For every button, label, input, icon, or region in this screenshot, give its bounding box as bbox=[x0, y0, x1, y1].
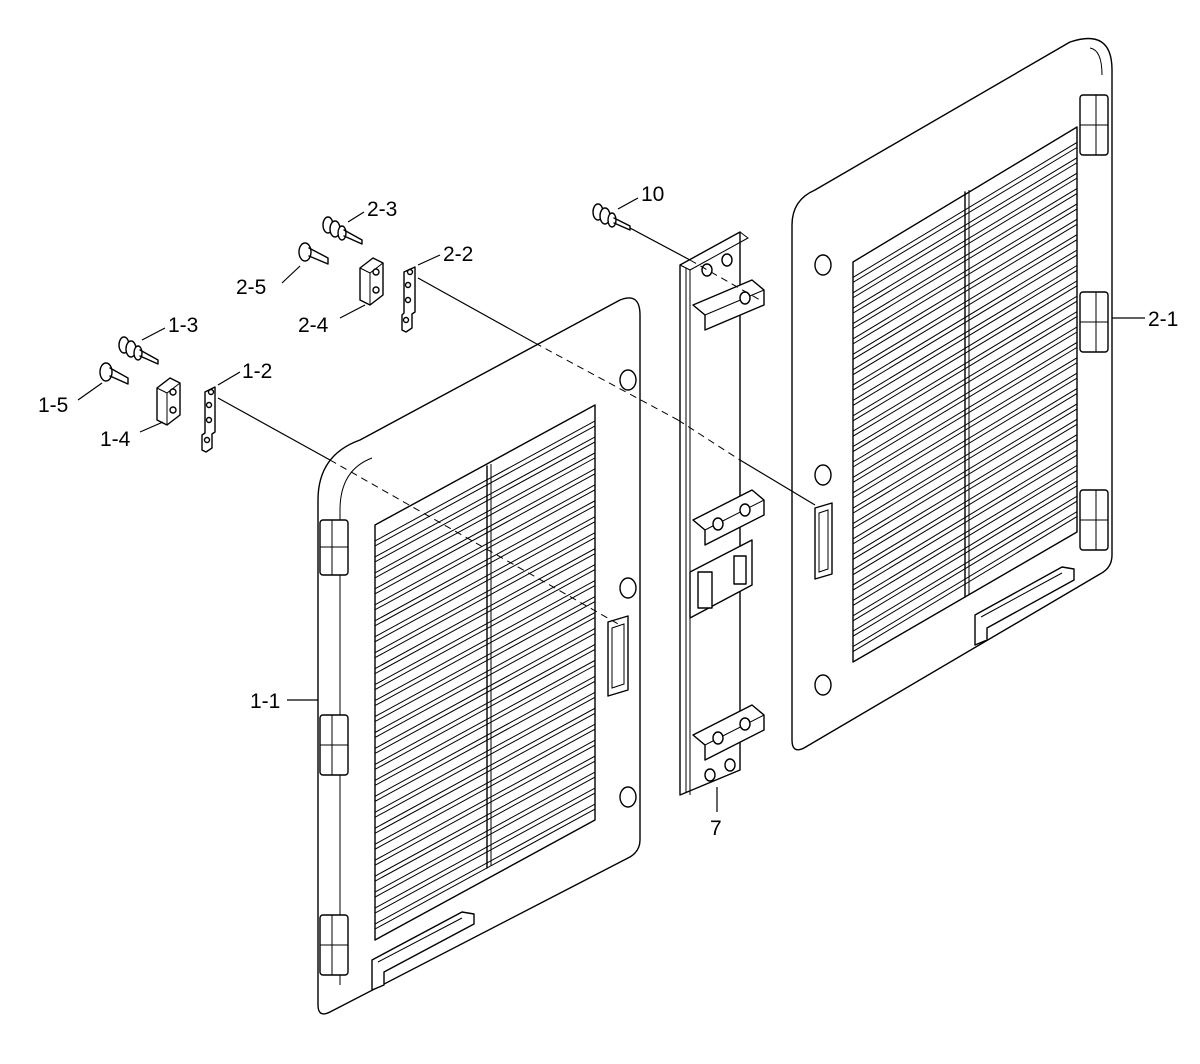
louver-slat bbox=[374, 787, 596, 914]
hinge-right-bottom bbox=[1079, 489, 1109, 551]
louver-slat bbox=[852, 187, 1078, 330]
block-1-4 bbox=[156, 377, 181, 426]
label-2-3: 2-3 bbox=[367, 198, 397, 221]
louver-slat bbox=[374, 739, 596, 867]
block-2-4 bbox=[359, 257, 384, 306]
louver-slat bbox=[852, 295, 1078, 438]
center-post bbox=[679, 231, 765, 796]
louver-slat bbox=[852, 172, 1078, 315]
label-1-1: 1-1 bbox=[250, 690, 280, 713]
louver-slat bbox=[374, 675, 596, 803]
louver-slat bbox=[374, 563, 596, 691]
louver-slat bbox=[852, 403, 1078, 545]
louver-slat bbox=[374, 547, 596, 675]
louver-slat bbox=[852, 218, 1078, 361]
louver-slat bbox=[374, 611, 596, 739]
leader-lines bbox=[77, 197, 1145, 812]
louver-slat bbox=[374, 468, 596, 595]
hinge-left-top bbox=[319, 519, 349, 576]
louver-slat bbox=[374, 691, 596, 819]
louver-slat bbox=[852, 479, 1078, 622]
latch-slot-left bbox=[607, 615, 629, 697]
hinge-right-middle bbox=[1079, 291, 1109, 353]
assembly-lines bbox=[217, 227, 816, 626]
louver-slat bbox=[852, 326, 1078, 468]
bolt-1-5 bbox=[99, 362, 129, 385]
louver-slat bbox=[374, 755, 596, 882]
bracket-2-2 bbox=[401, 266, 416, 333]
hinge-left-bottom bbox=[319, 914, 349, 976]
louver-slats-right bbox=[852, 141, 1078, 653]
label-1-3: 1-3 bbox=[168, 314, 198, 337]
louver-slat bbox=[374, 707, 596, 835]
louver-slat bbox=[852, 141, 1078, 284]
bolt-2-3 bbox=[322, 216, 363, 245]
louver-slat bbox=[852, 310, 1078, 453]
louver-slat bbox=[374, 452, 596, 579]
louver-slat bbox=[374, 659, 596, 787]
label-1-2: 1-2 bbox=[242, 360, 272, 383]
louver-slat bbox=[852, 418, 1078, 561]
louver-slat bbox=[852, 372, 1078, 515]
louver-slat bbox=[852, 203, 1078, 345]
louver-slat bbox=[852, 510, 1078, 653]
louver-slat bbox=[374, 483, 596, 611]
bracket-1-2 bbox=[201, 386, 216, 453]
louver-slat bbox=[852, 341, 1078, 484]
louver-slat bbox=[852, 279, 1078, 422]
label-2-5: 2-5 bbox=[236, 276, 266, 299]
label-2-1: 2-1 bbox=[1148, 308, 1178, 331]
part-labels: 1-1 1-2 1-3 1-4 1-5 2-1 2-2 2-3 2-4 2-5 … bbox=[38, 183, 1178, 840]
louver-slat bbox=[852, 356, 1078, 499]
hardware-group-1 bbox=[99, 336, 216, 453]
label-7: 7 bbox=[710, 817, 722, 840]
louver-slat bbox=[852, 264, 1078, 407]
latch-slot-right bbox=[814, 502, 833, 580]
louver-slat bbox=[374, 499, 596, 627]
louver-slat bbox=[852, 433, 1078, 576]
louver-slat bbox=[374, 627, 596, 755]
door-panel-left bbox=[317, 297, 641, 1015]
bolt-2-5 bbox=[298, 242, 329, 265]
louver-slat bbox=[852, 464, 1078, 607]
louver-slats-left bbox=[374, 420, 596, 930]
hardware-group-2 bbox=[298, 216, 416, 333]
louver-slat bbox=[374, 723, 596, 851]
label-10: 10 bbox=[641, 183, 664, 206]
label-2-2: 2-2 bbox=[443, 243, 473, 266]
louver-slat bbox=[374, 436, 596, 563]
louver-slat bbox=[374, 595, 596, 723]
louver-slat bbox=[852, 387, 1078, 530]
louver-slat bbox=[374, 803, 596, 930]
louver-slat bbox=[852, 156, 1078, 299]
label-1-5: 1-5 bbox=[38, 394, 68, 417]
handle-left bbox=[371, 911, 475, 991]
label-2-4: 2-4 bbox=[298, 314, 329, 337]
louver-slat bbox=[852, 233, 1078, 376]
louver-slat bbox=[852, 449, 1078, 591]
bolt-10 bbox=[592, 203, 631, 231]
door-panel-right bbox=[791, 37, 1113, 751]
louver-slat bbox=[374, 643, 596, 771]
hinge-left-middle bbox=[319, 714, 349, 776]
louver-slat bbox=[852, 495, 1078, 638]
label-1-4: 1-4 bbox=[100, 428, 131, 451]
louver-slat bbox=[374, 420, 596, 547]
louver-slat bbox=[374, 579, 596, 707]
bolt-1-3 bbox=[118, 336, 159, 365]
louver-slat bbox=[374, 771, 596, 898]
louver-slat bbox=[374, 531, 596, 659]
hinge-right-top bbox=[1079, 94, 1109, 156]
louver-slat bbox=[852, 249, 1078, 391]
handle-right bbox=[974, 566, 1075, 646]
louver-slat bbox=[374, 515, 596, 643]
